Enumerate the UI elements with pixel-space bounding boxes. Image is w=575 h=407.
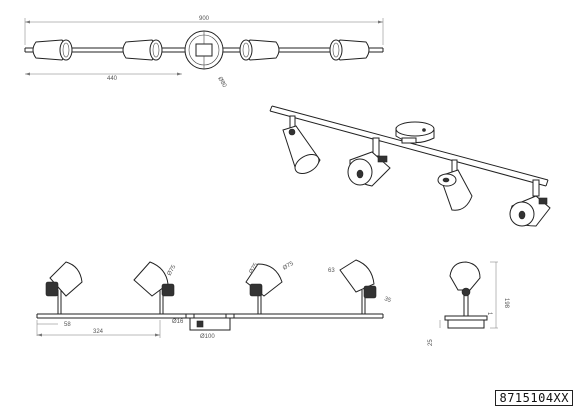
- front-spot-3: [245, 263, 283, 314]
- top-canopy: [184, 30, 224, 70]
- perspective-canopy: [395, 121, 435, 144]
- top-spot-3: [239, 39, 280, 61]
- perspective-view: [269, 105, 551, 227]
- top-spot-2: [122, 39, 163, 61]
- canopy-diameter-bottom: Ø100: [200, 334, 215, 340]
- base-height-dimension: 25: [428, 339, 434, 346]
- stem-dimension: 1: [486, 312, 492, 316]
- stem-diameter: Ø16: [172, 319, 184, 325]
- top-view: 900: [24, 16, 384, 89]
- front-view: Ø75 Ø75 Ø75 63 35 Ø16 Ø100 58 324: [36, 259, 392, 340]
- spot-diameter-2: Ø75: [249, 262, 260, 275]
- front-spot-1: [45, 261, 83, 314]
- perspective-spot-1: [282, 115, 321, 174]
- canopy-diameter: Ø80: [216, 76, 227, 89]
- perspective-spot-2: [347, 137, 391, 187]
- top-spot-1: [32, 39, 73, 61]
- front-spot-4: [339, 259, 377, 314]
- front-spot-2: [133, 261, 175, 314]
- spot-diameter-3: Ø75: [282, 261, 295, 272]
- height-dimension: 198: [503, 298, 509, 309]
- tilt-angle-1: 63: [328, 268, 335, 274]
- part-number: 8715104XX: [495, 390, 573, 406]
- tilt-angle-2: 35: [383, 296, 392, 304]
- length-dimension: 900: [199, 16, 210, 22]
- perspective-spot-4: [509, 179, 551, 227]
- spot-spacing-dimension: 324: [93, 329, 104, 335]
- top-spot-4: [329, 39, 370, 61]
- spot-diameter-1: Ø75: [167, 264, 178, 277]
- front-canopy: [185, 313, 235, 331]
- side-view: 198 1 25: [428, 261, 509, 346]
- end-offset-dimension: 58: [64, 322, 71, 328]
- spacing-dimension: 440: [107, 76, 118, 82]
- perspective-spot-3: [437, 159, 473, 211]
